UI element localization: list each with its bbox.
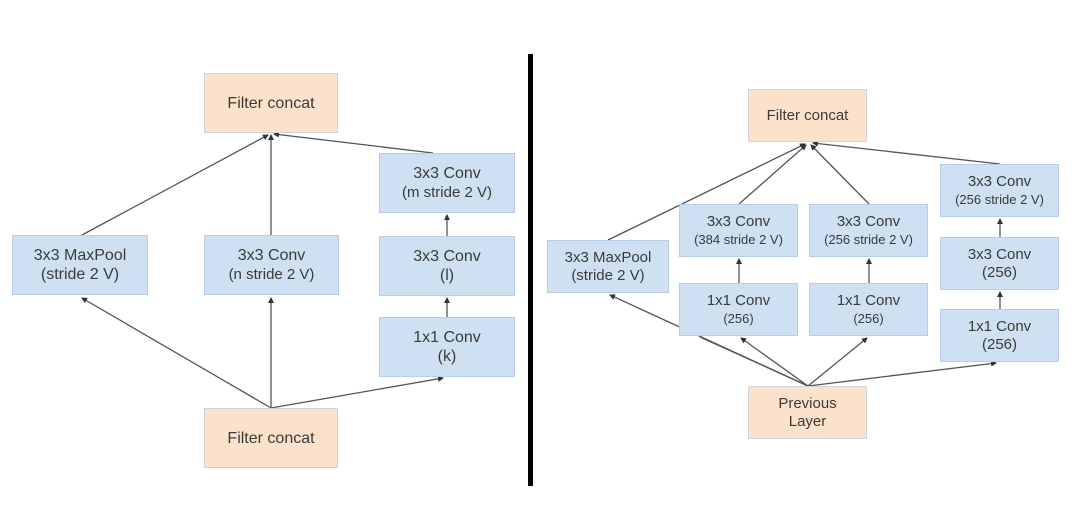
panel-divider [528,54,533,486]
edge-r-conv256s2-to-top [810,144,870,205]
node-sublabel: (n stride 2 V) [228,266,315,283]
node-label: 3x3 MaxPool [33,247,127,264]
node-sublabel: (384 stride 2 V) [694,232,783,247]
node-label: 1x1 Conv [706,292,771,309]
node-sublabel: (m stride 2 V) [401,184,492,201]
node-sublabel: (256) [981,263,1018,281]
edge-r-conv384-to-top [738,144,807,205]
edge-r-prev-to-1x1a [740,337,809,387]
left-conv-l-node: 3x3 Conv (l) [379,236,515,296]
right-previous-layer-node: Previous Layer [748,386,867,439]
node-label: Filter concat [227,429,315,447]
right-conv-256-stride-node: 3x3 Conv (256 stride 2 V) [809,204,928,257]
edge-maxpool-to-top [81,134,269,236]
node-label: 3x3 Conv [413,165,481,182]
right-conv-1x1-a-node: 1x1 Conv (256) [679,283,798,336]
left-filter-concat-bottom: Filter concat [204,408,338,468]
node-label: 1x1 Conv [836,292,901,309]
right-conv-1x1-b-node: 1x1 Conv (256) [809,283,928,336]
node-label: Filter concat [766,106,849,124]
edge-r-maxpool-to-top [607,143,806,241]
right-conv-256-stride-b-node: 3x3 Conv (256 stride 2 V) [940,164,1059,217]
node-label: 3x3 Conv [967,245,1032,263]
node-label: 3x3 Conv [967,173,1032,190]
node-sublabel: (k) [437,348,457,365]
left-conv-n-node: 3x3 Conv (n stride 2 V) [204,235,339,295]
node-sublabel: (256) [981,335,1018,353]
edge-r-prev-to-1x1c [807,360,997,387]
edge-conv-m-to-top [273,131,434,154]
right-edges [607,140,1003,387]
node-sublabel: (256) [853,311,884,326]
node-sublabel: (256) [723,311,754,326]
edge-r-prev-to-1x1b [807,337,868,387]
right-conv-384-stride-node: 3x3 Conv (384 stride 2 V) [679,204,798,257]
right-conv-1x1-c-node: 1x1 Conv (256) [940,309,1059,362]
node-label: 3x3 Conv [836,213,901,230]
node-sublabel: (stride 2 V) [40,266,120,283]
right-filter-concat-top: Filter concat [748,89,867,142]
node-label: 1x1 Conv [413,329,481,346]
left-filter-concat-top: Filter concat [204,73,338,133]
left-maxpool-node: 3x3 MaxPool (stride 2 V) [12,235,148,295]
node-label: 3x3 MaxPool [564,248,652,266]
right-maxpool-node: 3x3 MaxPool (stride 2 V) [547,240,669,293]
edge-bottom-to-maxpool [81,297,272,409]
node-sublabel: (256 stride 2 V) [955,192,1044,207]
node-label: 1x1 Conv [967,317,1032,335]
left-conv-m-node: 3x3 Conv (m stride 2 V) [379,153,515,213]
edge-r-conv256s2b-to-top [812,140,1001,165]
node-label: Previous [778,394,837,412]
node-label: 3x3 Conv [237,247,306,264]
node-label: Filter concat [227,94,315,112]
node-sublabel: (256 stride 2 V) [824,232,913,247]
left-edges [81,131,450,409]
node-sublabel: (stride 2 V) [571,266,645,284]
left-conv-k-node: 1x1 Conv (k) [379,317,515,377]
node-sublabel: Layer [788,412,827,430]
node-label: 3x3 Conv [706,213,771,230]
edge-r-prev-to-1x1a-left [699,336,809,387]
node-sublabel: (l) [439,267,455,284]
right-conv-3x3-node: 3x3 Conv (256) [940,237,1059,290]
node-label: 3x3 Conv [413,248,481,265]
edge-bottom-to-conv-k [270,375,444,409]
